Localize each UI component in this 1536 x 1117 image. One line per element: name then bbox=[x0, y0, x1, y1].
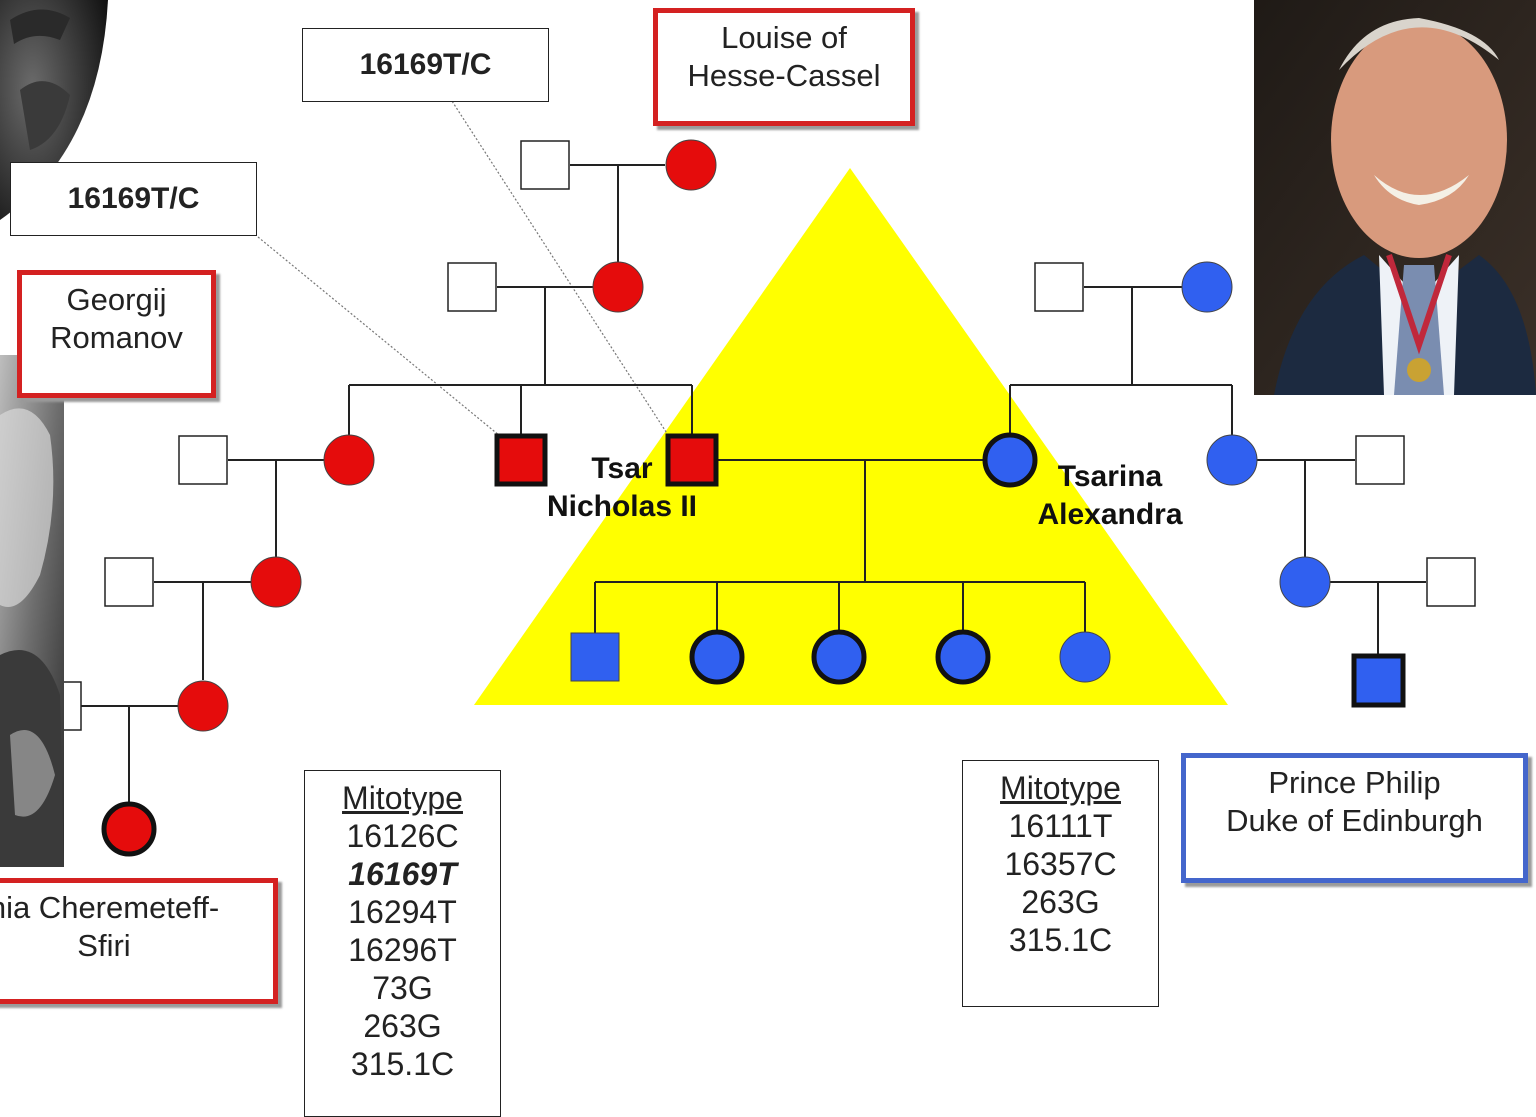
male-square-georgij bbox=[494, 433, 548, 487]
mitotype-value: 16296T bbox=[348, 932, 457, 968]
mitotype-value: 263G bbox=[1021, 884, 1100, 920]
mitotype-value: 16294T bbox=[348, 894, 457, 930]
male-square-prince-philip bbox=[1351, 653, 1406, 708]
mitotype-left-title: Mitotype bbox=[342, 780, 463, 816]
name-box-louise: Louise of Hesse-Cassel bbox=[653, 8, 915, 126]
female-circle-blue bbox=[1181, 261, 1233, 313]
mitotype-value: 263G bbox=[363, 1008, 442, 1044]
label-tsar-nicholas: Tsar Nicholas II bbox=[546, 452, 698, 523]
female-circle-xenia bbox=[101, 801, 157, 857]
female-circle-louise bbox=[665, 139, 717, 191]
portrait-photo-prince-philip bbox=[1254, 0, 1536, 395]
female-circle-blue bbox=[1206, 434, 1258, 486]
yellow-triangle bbox=[474, 168, 1228, 705]
mitotype-value: 16111T bbox=[1008, 808, 1113, 844]
mitotype-value: 16169T bbox=[348, 856, 457, 892]
male-square-unrelated bbox=[1355, 435, 1405, 485]
daughter-circle bbox=[689, 629, 745, 685]
male-square-unrelated bbox=[520, 140, 570, 190]
mitotype-value: 16126C bbox=[346, 818, 459, 854]
female-circle-red bbox=[323, 434, 375, 486]
male-square-unrelated bbox=[1034, 262, 1084, 312]
name-box-prince-philip: Prince Philip Duke of Edinburgh bbox=[1181, 753, 1528, 883]
male-square-tsar-nicholas bbox=[665, 433, 719, 487]
mitotype-value: 315.1C bbox=[1008, 922, 1113, 958]
mutation-label-upper-text: 16169T/C bbox=[359, 48, 492, 81]
mitotype-value: 315.1C bbox=[350, 1046, 455, 1082]
female-circle-red bbox=[250, 556, 302, 608]
female-circle-blue bbox=[1279, 556, 1331, 608]
son-square bbox=[570, 632, 620, 682]
mutation-label-left: 16169T/C bbox=[10, 162, 257, 236]
mutation-label-left-text: 16169T/C bbox=[67, 182, 200, 215]
mitotype-value: 16357C bbox=[1004, 846, 1117, 882]
male-square-unrelated bbox=[178, 435, 228, 485]
daughter-circle bbox=[1059, 631, 1111, 683]
male-square-unrelated bbox=[1426, 557, 1476, 607]
mutation-label-upper: 16169T/C bbox=[302, 28, 549, 102]
name-box-xenia: nia Cheremeteff- Sfiri bbox=[0, 878, 278, 1004]
mitotype-value: 73G bbox=[372, 970, 433, 1006]
pedigree-lines bbox=[80, 164, 1426, 803]
female-circle-red bbox=[177, 680, 229, 732]
male-square-unrelated bbox=[104, 557, 154, 607]
daughter-circle bbox=[935, 629, 991, 685]
female-circle-red bbox=[592, 261, 644, 313]
name-box-georgij: Georgij Romanov bbox=[17, 270, 216, 398]
label-tsarina-alexandra: Tsarina Alexandra bbox=[1037, 460, 1183, 531]
pointer-line-left bbox=[257, 236, 501, 437]
portrait-photo-bw-left bbox=[0, 355, 64, 867]
daughter-circle bbox=[811, 629, 867, 685]
female-circle-tsarina bbox=[982, 432, 1038, 488]
mitotype-right-title: Mitotype bbox=[1000, 770, 1121, 806]
male-square-unrelated bbox=[447, 262, 497, 312]
pointer-line-upper bbox=[449, 97, 671, 439]
